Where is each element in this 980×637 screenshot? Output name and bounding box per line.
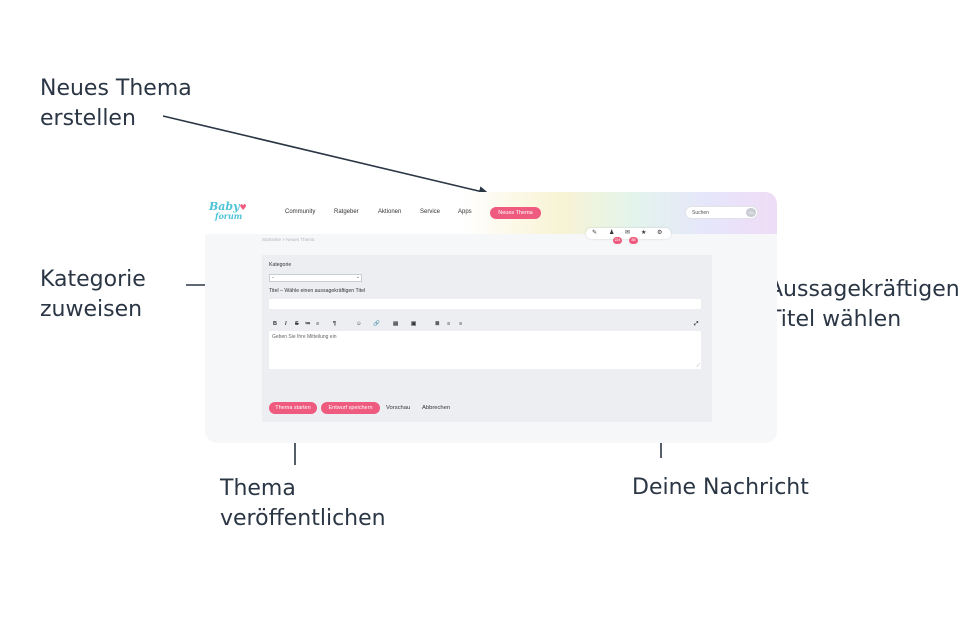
nav-ratgeber[interactable]: Ratgeber bbox=[334, 209, 359, 215]
logo-text-sub: forum bbox=[215, 211, 243, 221]
annotation-title: Aussagekräftigen Titel wählen bbox=[768, 275, 960, 335]
nav-apps[interactable]: Apps bbox=[458, 209, 472, 215]
editor-toolbar: B I S ≔ ≡ ¶ ☺ 🔗 ▤ ▣ ≣ ≡ ≡ ⤢ bbox=[269, 320, 701, 330]
top-navigation: Baby♥ forum Community Ratgeber Aktionen … bbox=[205, 192, 777, 234]
expand-icon[interactable]: ⤢ bbox=[694, 321, 699, 327]
editor-placeholder: Geben Sie Ihre Mitteilung ein bbox=[272, 334, 337, 340]
new-topic-button[interactable]: Neues Thema bbox=[490, 207, 541, 219]
bell-icon[interactable]: ♟ bbox=[609, 230, 615, 236]
logo[interactable]: Baby♥ forum bbox=[209, 200, 247, 221]
annotation-category: Kategorie zuweisen bbox=[40, 265, 146, 325]
annotation-line: Titel wählen bbox=[768, 307, 902, 332]
annotation-publish: Thema veröffentlichen bbox=[220, 474, 386, 534]
emoji-icon[interactable]: ☺ bbox=[356, 321, 362, 327]
nav-community[interactable]: Community bbox=[285, 209, 316, 215]
file-icon[interactable]: ▤ bbox=[393, 321, 399, 327]
bullet-list-icon[interactable]: ≔ bbox=[305, 321, 311, 327]
logo-text: Baby bbox=[209, 200, 240, 213]
align-right-icon[interactable]: ≡ bbox=[459, 321, 463, 327]
start-topic-button[interactable]: Thema starten bbox=[269, 402, 317, 414]
annotation-line: Aussagekräftigen bbox=[768, 277, 960, 302]
notification-badge: 224 bbox=[613, 237, 622, 244]
annotation-message: Deine Nachricht bbox=[632, 473, 809, 503]
preview-button[interactable]: Vorschau bbox=[386, 405, 411, 411]
category-value: - bbox=[272, 275, 274, 281]
category-label: Kategorie bbox=[269, 262, 292, 268]
cancel-button[interactable]: Abbrechen bbox=[422, 405, 451, 411]
numbered-list-icon[interactable]: ≡ bbox=[316, 321, 320, 327]
star-icon[interactable]: ★ bbox=[641, 230, 647, 236]
annotation-line: veröffentlichen bbox=[220, 506, 386, 531]
breadcrumb: Startseite > Neues Thema bbox=[262, 237, 315, 242]
gear-icon[interactable]: ⚙ bbox=[657, 230, 663, 236]
annotation-line: Neues Thema bbox=[40, 76, 192, 101]
title-input[interactable] bbox=[269, 299, 701, 309]
image-icon[interactable]: ▣ bbox=[411, 321, 417, 327]
align-center-icon[interactable]: ≡ bbox=[447, 321, 451, 327]
inbox-icon[interactable]: ✉ bbox=[625, 230, 631, 236]
arrow-new-topic bbox=[162, 115, 489, 197]
annotation-new-topic: Neues Thema erstellen bbox=[40, 74, 192, 134]
annotation-line: erstellen bbox=[40, 106, 136, 131]
forum-screenshot: Baby♥ forum Community Ratgeber Aktionen … bbox=[205, 192, 777, 443]
annotation-line: Kategorie bbox=[40, 267, 146, 292]
message-badge: 88 bbox=[629, 237, 638, 244]
resize-handle-icon[interactable]: ⟋ bbox=[696, 363, 700, 369]
new-topic-form: Kategorie - ⌄ Titel – Wähle einen aussag… bbox=[262, 255, 712, 422]
wrench-icon[interactable]: ✎ bbox=[592, 230, 598, 236]
heart-icon: ♥ bbox=[239, 202, 247, 212]
nav-service[interactable]: Service bbox=[420, 209, 441, 215]
annotation-line: Deine Nachricht bbox=[632, 475, 809, 500]
italic-icon[interactable]: I bbox=[285, 321, 287, 327]
user-icon-bar: ✎ ♟ ✉ ★ ⚙ bbox=[586, 228, 671, 239]
annotation-line: zuweisen bbox=[40, 297, 143, 322]
message-editor[interactable]: Geben Sie Ihre Mitteilung ein ⟋ bbox=[269, 331, 701, 369]
nav-aktionen[interactable]: Aktionen bbox=[378, 209, 402, 215]
search-input[interactable]: Suchen Go bbox=[685, 206, 758, 219]
category-select[interactable]: - ⌄ bbox=[269, 274, 362, 282]
bold-icon[interactable]: B bbox=[273, 321, 277, 327]
align-left-icon[interactable]: ≣ bbox=[435, 321, 440, 327]
link-icon[interactable]: 🔗 bbox=[373, 321, 380, 327]
paragraph-icon[interactable]: ¶ bbox=[333, 321, 337, 327]
strikethrough-icon[interactable]: S bbox=[295, 321, 299, 327]
title-label: Titel – Wähle einen aussagekräftigen Tit… bbox=[269, 288, 366, 294]
search-button[interactable]: Go bbox=[746, 208, 756, 217]
save-draft-button[interactable]: Entwurf speichern bbox=[321, 402, 380, 414]
annotation-line: Thema bbox=[220, 476, 296, 501]
chevron-down-icon: ⌄ bbox=[355, 274, 360, 280]
search-placeholder: Suchen bbox=[692, 210, 709, 216]
